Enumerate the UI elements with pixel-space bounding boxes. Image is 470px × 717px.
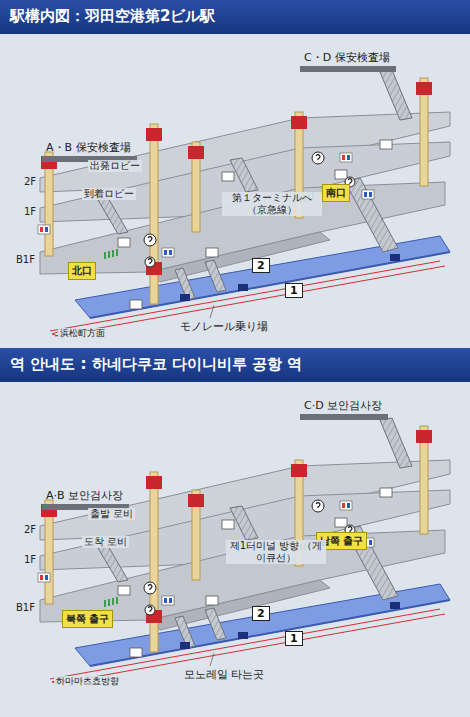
node-text: 1: [290, 632, 298, 645]
platform-number: 1: [285, 631, 303, 646]
map-label: 1F: [22, 206, 38, 218]
panel-korean: [0, 348, 470, 693]
map-label: 第１ターミナルへ （京急線）: [222, 192, 322, 216]
title-band: 駅構内図：羽田空港第2ビル駅: [0, 0, 470, 34]
map-label: 2F: [22, 176, 38, 188]
platform-number: 1: [285, 283, 303, 298]
node-text: A·B 보안검사장: [46, 488, 123, 503]
node-text: 역 안내도 : 하네다쿠코 다이니비루 공항 역: [10, 355, 460, 374]
node-text: C·D 보안검사장: [304, 398, 382, 413]
panel-layer: 역 안내도 : 하네다쿠코 다이니비루 공항 역 C·D 보안검사장 A·B 보안검…: [0, 348, 470, 693]
exit-sign: 南口: [322, 184, 350, 202]
node-text: 北口: [72, 264, 92, 278]
map-label: 제1터미널 방향 （게이큐선）: [226, 540, 326, 564]
node-text: 駅構内図：羽田空港第2ビル駅: [10, 7, 460, 26]
panel-layer: 駅構内図：羽田空港第2ビル駅 C・D 保安検査場 A・B 保安検査場南口北口 2 1 出発…: [0, 0, 470, 345]
map-label: 출발 로비: [88, 508, 135, 520]
node-text: 남쪽 출구: [320, 534, 363, 548]
security-banner: C・D 保安検査場: [300, 50, 396, 72]
node-text: 2: [257, 259, 265, 272]
map-label: 1F: [22, 554, 38, 566]
security-banner: C·D 보안검사장: [300, 398, 388, 420]
node-text: A・B 保安検査場: [46, 140, 131, 155]
security-banner: A・B 保安検査場: [42, 140, 137, 162]
panel-japanese: [0, 0, 470, 345]
node-text: 북쪽 출구: [66, 612, 109, 626]
map-label: B1F: [14, 602, 37, 614]
security-banner: A·B 보안검사장: [42, 488, 129, 510]
platform-number: 2: [252, 606, 270, 621]
map-label: 浜松町方面: [58, 328, 107, 339]
map-label: 도착 로비: [82, 536, 129, 548]
map-label: モノレール乗り場: [178, 320, 270, 333]
exit-sign: 북쪽 출구: [62, 610, 113, 628]
platform-number: 2: [252, 258, 270, 273]
node-text: 2: [257, 607, 265, 620]
map-label: 모노레일 타는곳: [182, 668, 267, 681]
map-label: 2F: [22, 524, 38, 536]
map-label: 하마마츠쵸방향: [54, 676, 121, 687]
map-label: 到着ロビー: [82, 188, 136, 200]
node-text: C・D 保安検査場: [304, 50, 390, 65]
exit-sign: 北口: [68, 262, 96, 280]
title-band: 역 안내도 : 하네다쿠코 다이니비루 공항 역: [0, 348, 470, 382]
node-text: 1: [290, 284, 298, 297]
node-text: 南口: [326, 186, 346, 200]
map-label: B1F: [14, 254, 37, 266]
map-label: 出発ロビー: [88, 160, 142, 172]
